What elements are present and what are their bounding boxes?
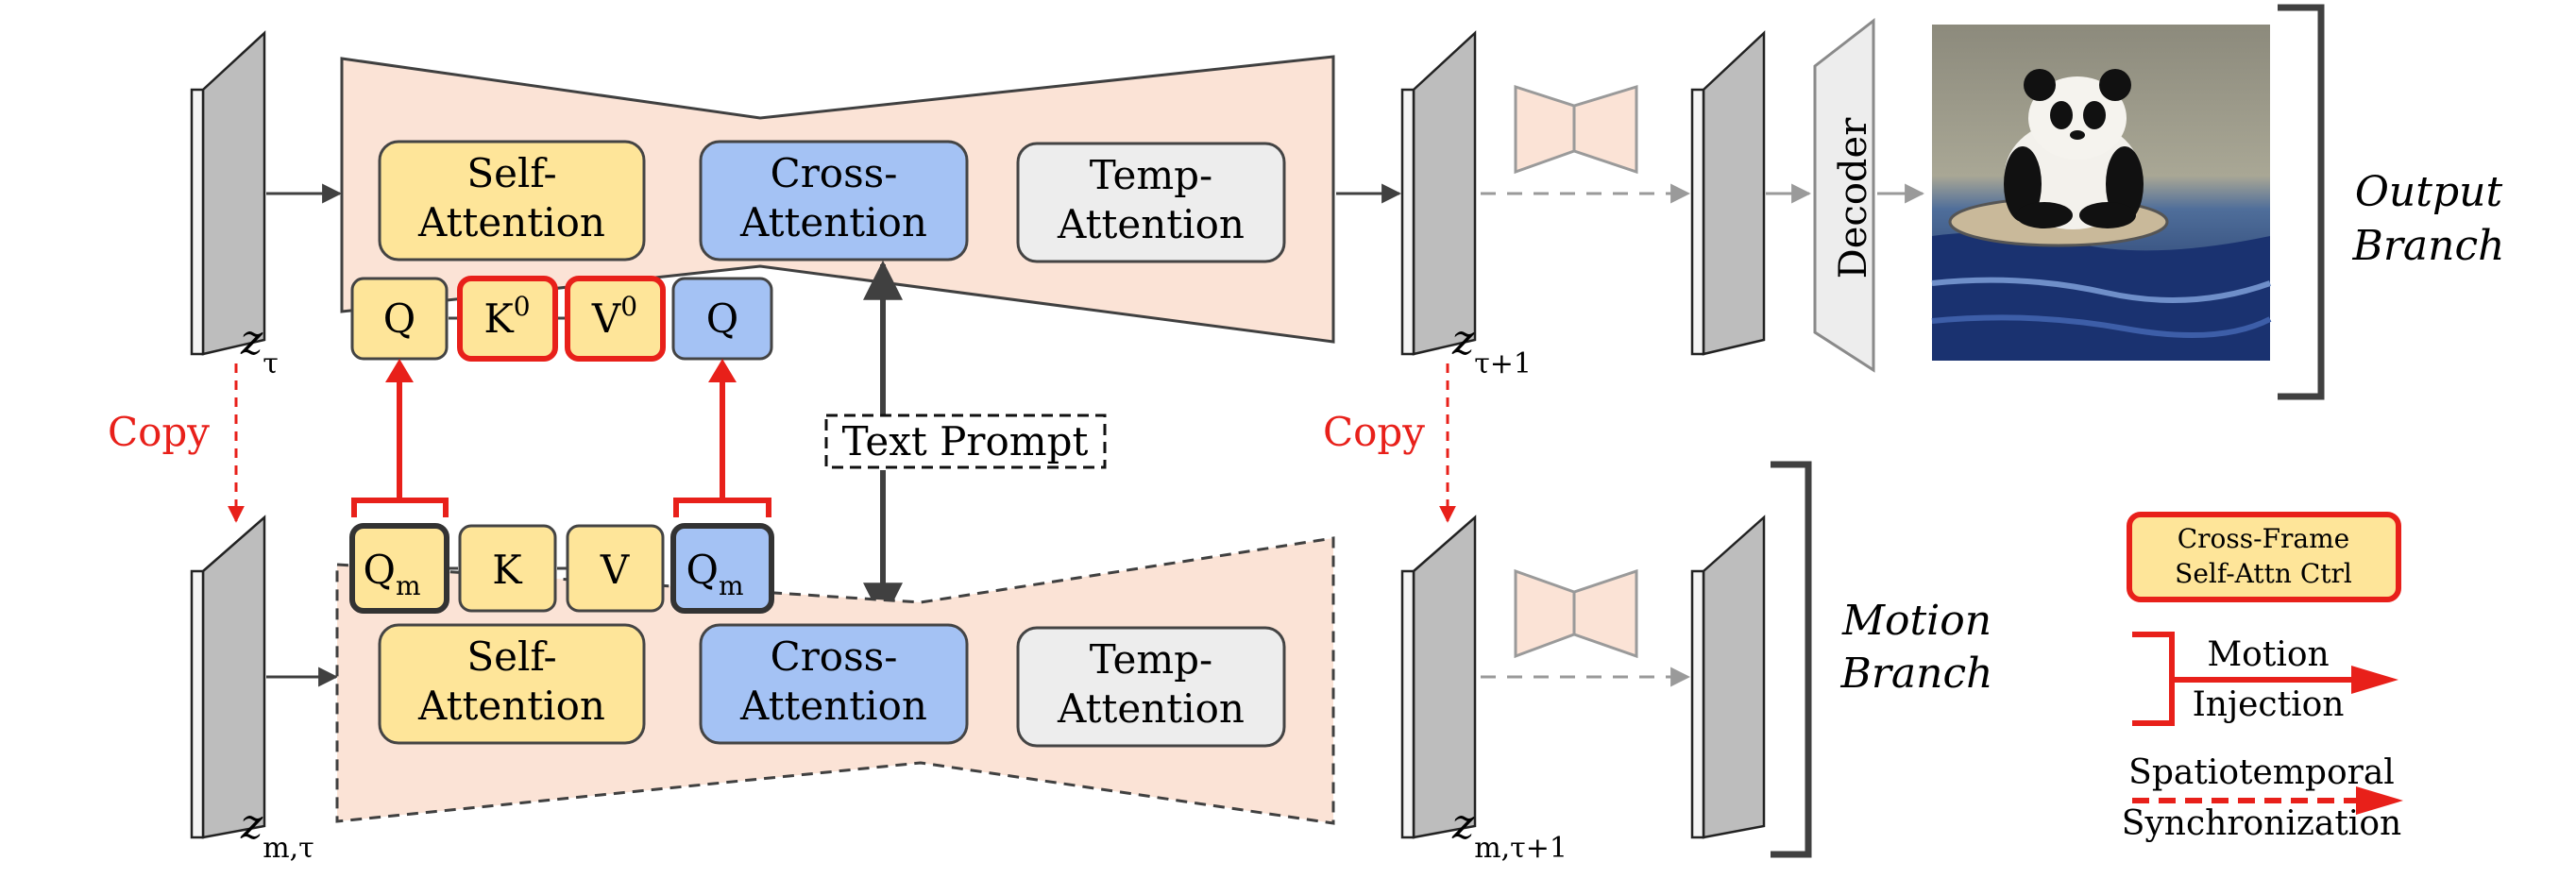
v0-token-output: V0 (565, 276, 666, 362)
latent-slab-motion-final (1690, 515, 1766, 839)
svg-text:Decoder: Decoder (1832, 117, 1875, 279)
svg-text:Output: Output (2355, 168, 2503, 216)
mini-unet-icon-motion (1514, 568, 1638, 659)
decoder-block: Decoder (1813, 17, 1875, 373)
legend-cross-frame: Cross-Frame Self-Attn Ctrl (2127, 512, 2401, 602)
q-token-output: Q (350, 277, 449, 361)
svg-text:Q: Q (383, 295, 415, 342)
k0-token-output: K0 (457, 276, 558, 362)
cross-attention-box-motion: Cross- Attention (699, 623, 969, 745)
svg-text:Attention: Attention (1057, 201, 1245, 247)
svg-text:Attention: Attention (417, 199, 605, 245)
latent-label-motion-out: zm,τ+1 (1451, 801, 1568, 865)
svg-text:Injection: Injection (2193, 685, 2345, 724)
svg-text:Cross-: Cross- (771, 150, 898, 196)
svg-text:Q: Q (706, 295, 738, 342)
svg-text:Attention: Attention (417, 683, 605, 729)
svg-text:Synchronization: Synchronization (2122, 804, 2401, 843)
copy-label-left: Copy (108, 409, 210, 455)
legend-spatiotemporal: Spatiotemporal Synchronization (2122, 753, 2403, 843)
svg-text:Cross-: Cross- (771, 633, 898, 680)
svg-text:V0: V0 (591, 291, 637, 342)
output-branch-label: Output Branch (2352, 168, 2505, 270)
qm-token-motion: Qm (349, 523, 449, 614)
latent-slab-output-final (1690, 30, 1766, 356)
temp-attention-box-output: Temp- Attention (1016, 142, 1286, 263)
svg-text:Self-: Self- (466, 150, 556, 196)
svg-text:K: K (492, 547, 523, 593)
latent-slab-motion-in (190, 515, 266, 839)
svg-text:Branch: Branch (2352, 222, 2505, 270)
motion-injection-right (673, 359, 771, 517)
qm-token-motion-cross: Qm (670, 523, 774, 614)
svg-text:Attention: Attention (1057, 685, 1245, 732)
mini-unet-icon-output (1514, 84, 1638, 175)
motion-branch-label: Motion Branch (1840, 597, 1993, 698)
output-branch-bracket (2278, 4, 2325, 400)
q-token-output-cross: Q (671, 277, 773, 361)
svg-text:Branch: Branch (1840, 650, 1993, 698)
latent-slab-output-in (190, 30, 266, 356)
motion-injection-left (351, 359, 449, 517)
latent-label-output-out: zτ+1 (1451, 316, 1532, 380)
svg-text:Self-: Self- (466, 633, 556, 680)
svg-text:Qm: Qm (364, 547, 421, 601)
svg-text:Temp-: Temp- (1090, 152, 1213, 198)
v-token-motion: V (566, 524, 665, 613)
svg-text:Motion: Motion (1841, 597, 1991, 645)
text-prompt-box: Text Prompt (824, 414, 1107, 469)
latent-label-motion-in: zm,τ (240, 801, 314, 865)
svg-text:Cross-Frame: Cross-Frame (2178, 523, 2350, 554)
latent-slab-output-out (1400, 30, 1477, 356)
svg-text:Motion: Motion (2207, 635, 2329, 674)
svg-text:Text Prompt: Text Prompt (842, 418, 1089, 464)
svg-text:Self-Attn Ctrl: Self-Attn Ctrl (2175, 558, 2352, 589)
cross-attention-box-output: Cross- Attention (699, 140, 969, 262)
legend-motion-injection: Motion Injection (2132, 632, 2398, 726)
copy-label-right: Copy (1323, 409, 1425, 455)
temp-attention-box-motion: Temp- Attention (1016, 626, 1286, 748)
svg-text:Attention: Attention (739, 683, 927, 729)
svg-text:K0: K0 (483, 291, 530, 342)
output-image (1931, 25, 2272, 361)
latent-label-output-in: zτ (240, 316, 279, 380)
svg-text:Qm: Qm (686, 547, 744, 601)
svg-text:V: V (600, 547, 630, 593)
latent-slab-motion-out (1400, 515, 1477, 839)
svg-text:Temp-: Temp- (1090, 636, 1213, 683)
self-attention-box-motion: Self- Attention (378, 623, 646, 745)
motion-branch-bracket (1771, 461, 1812, 858)
svg-text:Spatiotemporal: Spatiotemporal (2128, 753, 2395, 792)
k-token-motion: K (458, 524, 557, 613)
self-attention-box-output: Self- Attention (378, 140, 646, 262)
svg-text:Attention: Attention (739, 199, 927, 245)
